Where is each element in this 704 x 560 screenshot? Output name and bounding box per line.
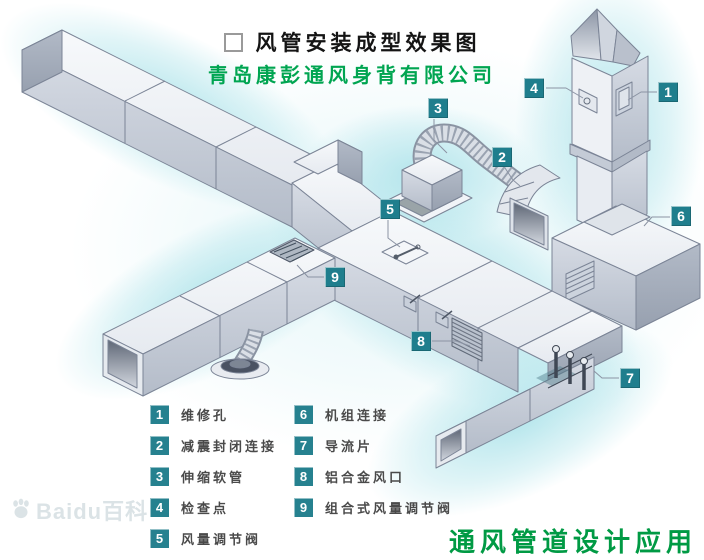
callout-leader-lines — [296, 87, 670, 379]
footer-slogan: 通风管道设计应用 — [448, 527, 697, 557]
elbow-connector — [496, 164, 561, 251]
inspection-point — [578, 88, 598, 114]
callout-badge-2: 2 — [492, 147, 512, 167]
duct-handles — [403, 294, 453, 329]
baidu-watermark: Baidu百科 — [8, 494, 148, 526]
callout-badge-1: 1 — [658, 82, 678, 102]
callout-badge-5: 5 — [380, 199, 400, 219]
lower-left-duct — [102, 237, 336, 397]
round-ceiling-diffuser — [210, 358, 270, 380]
flexible-hose — [412, 123, 537, 200]
junction — [291, 139, 395, 276]
callout-badge-4: 4 — [524, 78, 544, 98]
combined-air-volume-damper — [269, 239, 315, 263]
title-checkbox-icon — [223, 32, 243, 52]
ceiling-box-diffuser — [383, 154, 473, 223]
maintenance-hole — [615, 81, 633, 117]
guide-vanes — [547, 345, 593, 390]
callout-badge-7: 7 — [620, 368, 640, 388]
vertical-tower — [569, 8, 651, 237]
page-title: 风管安装成型效果图 — [255, 32, 481, 55]
hanging-louver-vent — [565, 260, 595, 302]
callout-badge-9: 9 — [325, 267, 345, 287]
callout-badge-6: 6 — [671, 206, 691, 226]
callout-badge-8: 8 — [411, 331, 431, 351]
watermark-text: Baidu百科 — [36, 499, 149, 524]
callout-badge-3: 3 — [428, 98, 448, 118]
baidu-paw-icon — [13, 498, 29, 519]
aluminum-air-outlet-grille — [451, 317, 483, 362]
main-duct — [317, 210, 593, 393]
page-title-row: 风管安装成型效果图 — [0, 27, 704, 57]
lower-right-elbow — [435, 310, 623, 469]
company-name: 青岛康彭通风身背有限公司 — [208, 65, 496, 87]
